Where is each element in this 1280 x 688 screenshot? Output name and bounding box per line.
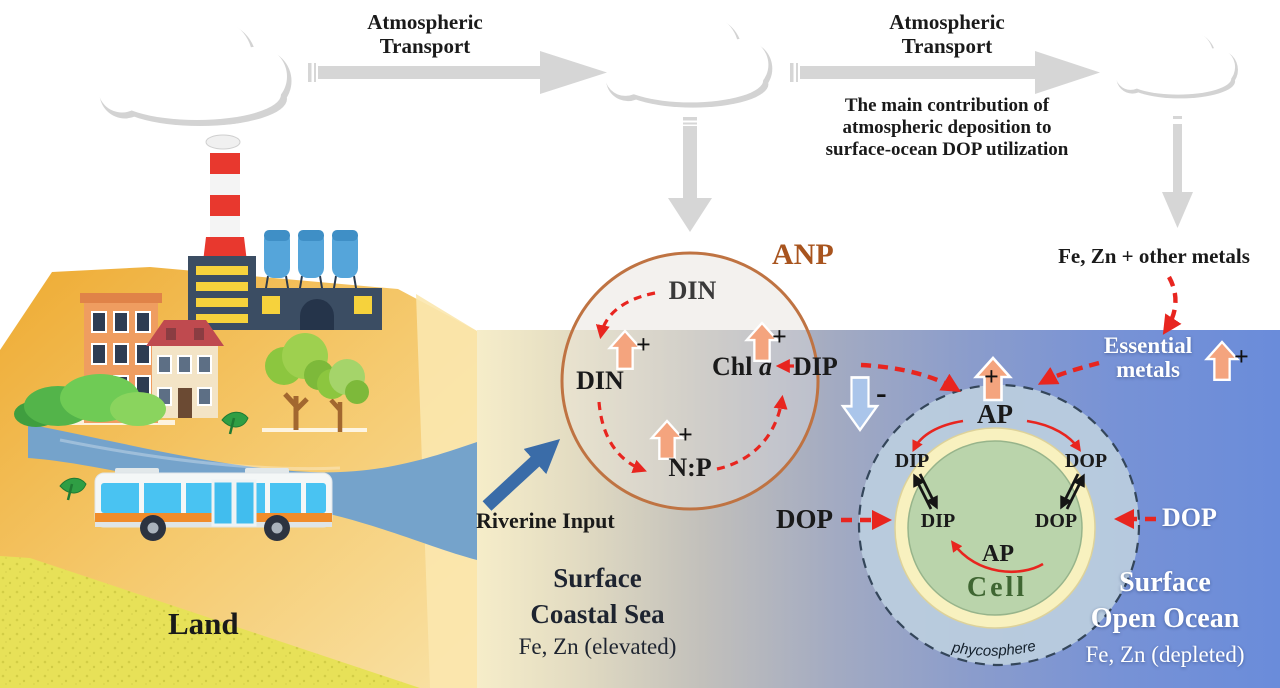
riverine-input-arrow (482, 438, 561, 511)
chimney (203, 153, 247, 262)
np-to-chla-arrow (716, 394, 788, 471)
deposition-note: The main contribution of atmospheric dep… (825, 95, 1069, 160)
plus-sign-chla: + (772, 322, 787, 351)
plus-sign-np: + (678, 420, 693, 449)
metals-input-label: Fe, Zn + other metals (1058, 244, 1250, 268)
anp-dip-label: DIP (793, 352, 838, 381)
atmospheric-transport-label-1: Atmospheric Transport (367, 10, 483, 59)
cell-diagram (857, 383, 1141, 667)
atmospheric-transport-arrow-2 (790, 51, 1100, 94)
open-ocean-title-line1: Surface (1119, 567, 1211, 598)
anp-np-ratio-label: N:P (668, 453, 712, 482)
dop-phycosphere-label: DOP (1064, 450, 1108, 472)
atmospheric-transport-arrow-1 (308, 51, 607, 94)
coastal-metals-status: Fe, Zn (elevated) (518, 634, 677, 659)
coastal-title-line2: Coastal Sea (530, 599, 665, 630)
dip-to-ap-arrow (860, 362, 961, 392)
essential-metals-label: Essential metals (1088, 333, 1208, 383)
ap-internal-label: AP (982, 541, 1014, 567)
open-ocean-metals-status: Fe, Zn (depleted) (1085, 642, 1245, 667)
nutrient-flow-arrows (595, 275, 1182, 531)
coastal-title-line1: Surface (553, 563, 642, 593)
leaf-icons (59, 411, 249, 501)
dop-ap-dip-internal-arrow (950, 540, 1044, 574)
atmospheric-transport-label-2: Atmospheric Transport (889, 10, 1005, 59)
cell-flow-arrows (912, 419, 1081, 574)
trees (265, 333, 369, 432)
land-label: Land (168, 606, 239, 641)
coastal-sea-title: Surface Coastal Sea (495, 560, 700, 633)
chl-a-italic: a (758, 352, 772, 381)
cloud-left (98, 18, 292, 126)
dop-internal-label: DOP (1034, 510, 1078, 532)
anp-din-top-label: DIN (668, 276, 717, 305)
essential-line1: Essential (1103, 333, 1193, 358)
minus-sign-dip: - (876, 374, 887, 410)
ap-to-dop-arrow (1026, 419, 1081, 452)
cell-body (907, 440, 1083, 616)
dip-internal-label: DIP (920, 510, 956, 532)
deposition-arrow-right (1162, 116, 1193, 228)
ap-to-dip-arrow (912, 419, 964, 453)
bus (94, 468, 333, 541)
phycosphere-label: phycosphere (950, 638, 1038, 660)
silos (263, 230, 359, 301)
dop-external-left-label: DOP (776, 504, 833, 534)
dip-phycosphere-label: DIP (894, 450, 930, 472)
open-ocean-title-line2: Open Ocean (1090, 603, 1240, 635)
factory-illustration (188, 101, 382, 330)
cell-label: Cell (966, 572, 1028, 603)
plus-sign-ap: + (984, 362, 999, 391)
cloud-right (1115, 29, 1238, 99)
anp-chla-label: Chl a (712, 352, 772, 382)
deposition-arrow-middle (668, 117, 712, 232)
cloud-middle (604, 14, 773, 108)
din-to-np-arrow (597, 401, 647, 474)
dop-external-right-label: DOP (1162, 503, 1217, 532)
metals-to-ap-arrow (1037, 360, 1100, 385)
essential-line2: metals (1116, 357, 1180, 383)
anp-din-surface-label: DIN (576, 366, 624, 395)
metals-deposition-arrow (1162, 275, 1182, 335)
ap-phycosphere-label: AP (977, 399, 1013, 429)
anp-label: ANP (772, 238, 834, 271)
grass-field (0, 556, 420, 688)
membrane-exchange-arrows (913, 473, 1085, 510)
plus-sign-din: + (636, 330, 651, 359)
chl-text: Chl (712, 352, 753, 381)
house (146, 320, 224, 418)
open-ocean-title: Surface Open Ocean (1065, 565, 1265, 638)
plus-sign-metals: + (1234, 342, 1249, 371)
riverine-input-label: Riverine Input (476, 508, 615, 533)
bushes (14, 374, 166, 427)
